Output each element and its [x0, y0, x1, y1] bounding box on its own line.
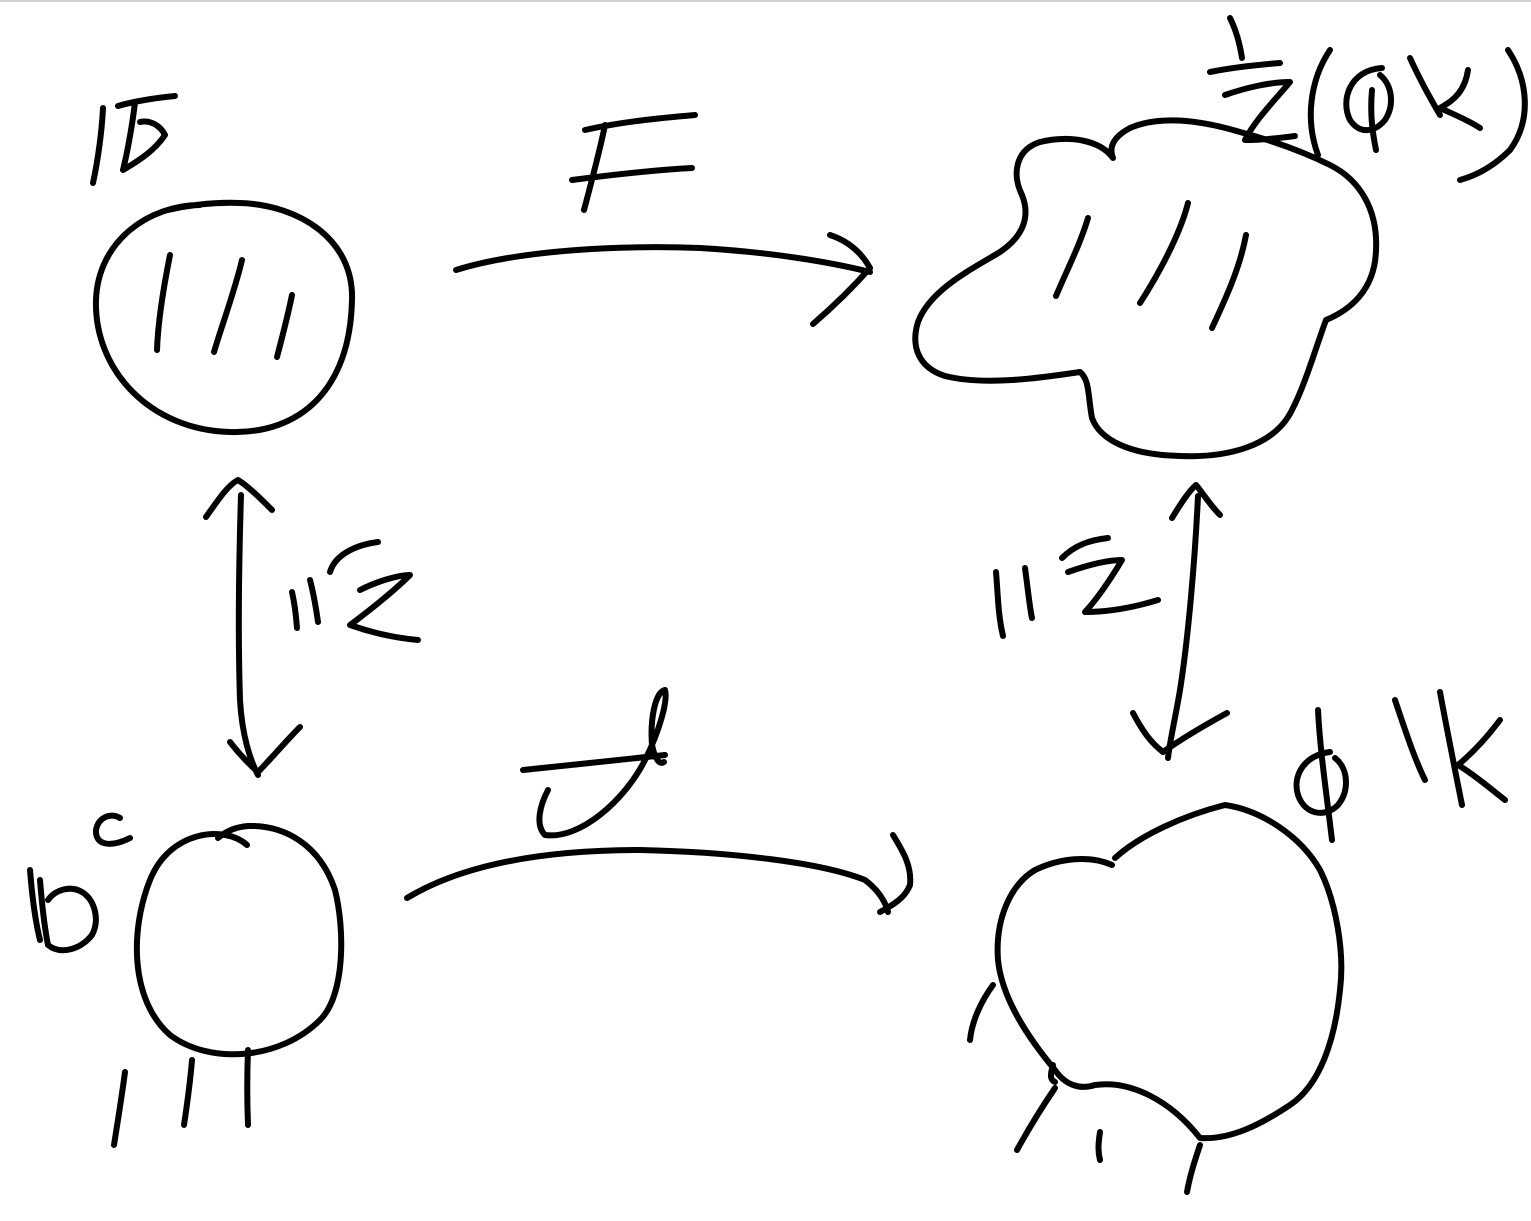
edge-bottom: [404, 832, 914, 915]
node-top-left-hatch-1: [154, 252, 173, 353]
edge-bottom-arrowhead: [877, 832, 914, 915]
node-bottom-left-label: [27, 812, 133, 954]
node-bottom-right-outline: [994, 802, 1345, 1142]
node-top-left-hatch-2: [211, 257, 245, 355]
edge-bottom-label: [520, 687, 669, 839]
edge-right: [1130, 482, 1230, 761]
edge-top: [453, 232, 873, 327]
node-bottom-right-label: [1293, 689, 1508, 843]
edge-right-arrowhead-bottom: [1130, 710, 1230, 755]
edge-left: [203, 477, 303, 778]
edge-left-label: [289, 539, 421, 643]
edge-right-line: [1165, 493, 1201, 761]
edge-right-label: [993, 535, 1161, 639]
node-bottom-left-leg-2: [181, 1057, 195, 1128]
node-bottom-right-leg-5: [1184, 1142, 1203, 1195]
edge-left-arrowhead-bottom: [227, 724, 303, 775]
node-top-right: [912, 117, 1380, 460]
node-bottom-right-leg-1: [967, 982, 996, 1043]
node-bottom-right: [967, 802, 1345, 1195]
node-top-left-hatch-3: [274, 292, 295, 360]
node-bottom-left: [111, 822, 345, 1148]
edge-left-arrowhead-top: [203, 477, 275, 520]
node-top-right-hatch-1: [1053, 215, 1091, 299]
node-top-right-hatch-3: [1209, 232, 1249, 331]
node-top-right-label: [1207, 15, 1528, 183]
node-bottom-left-outline: [133, 822, 345, 1058]
node-bottom-right-leg-4: [1095, 1129, 1103, 1163]
edge-bottom-line: [404, 847, 891, 915]
edge-top-label: [569, 112, 698, 213]
node-bottom-left-leg-3: [244, 1047, 251, 1128]
node-bottom-right-leg-2: [1047, 1062, 1058, 1085]
edge-top-arrowhead: [810, 232, 873, 327]
node-bottom-left-leg-1: [111, 1069, 128, 1148]
node-top-right-outline: [912, 117, 1380, 460]
node-top-right-hatch-2: [1137, 200, 1191, 306]
canvas-top-border: [0, 0, 1531, 2]
node-top-left-outline: [92, 199, 356, 436]
node-top-left: [92, 199, 356, 436]
edge-right-arrowhead-top: [1169, 482, 1223, 521]
edge-top-line: [453, 244, 873, 275]
node-bottom-right-leg-3: [1014, 1085, 1058, 1153]
edge-left-line: [235, 492, 261, 778]
node-top-left-label: [90, 93, 178, 186]
